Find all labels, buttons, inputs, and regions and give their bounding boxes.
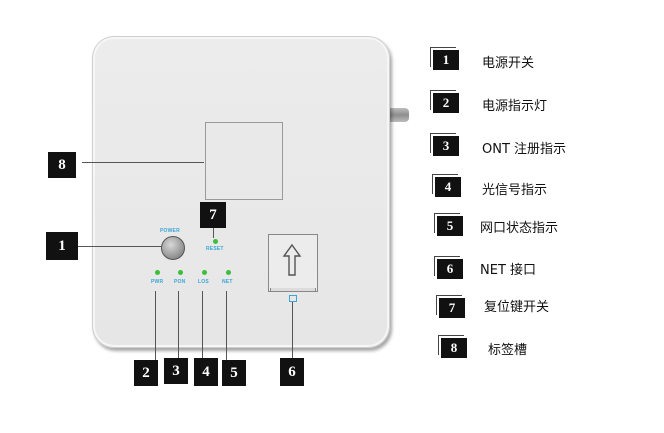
callout-5: 5: [222, 360, 246, 386]
label-slot: [205, 122, 283, 200]
legend-num-3: 3: [433, 136, 459, 156]
callout-line-8: [82, 162, 204, 163]
side-connector: [387, 108, 409, 122]
callout-line-3: [178, 291, 179, 361]
legend-text-5: 网口状态指示: [480, 221, 559, 236]
legend-text-2: 电源指示灯: [482, 99, 548, 114]
led-label-net: NET: [222, 279, 233, 285]
net-port-icon: [289, 295, 297, 302]
legend-num-7: 7: [439, 298, 465, 318]
legend-text-7: 复位键开关: [484, 300, 550, 315]
callout-line-5: [226, 291, 227, 361]
callout-line-1: [78, 246, 162, 247]
callout-2: 2: [134, 360, 158, 386]
legend-num-8: 8: [441, 338, 467, 358]
led-pwr: [155, 270, 160, 275]
power-button[interactable]: [161, 236, 185, 260]
callout-line-2: [155, 291, 156, 361]
led-label-pon: PON: [174, 279, 186, 285]
led-label-pwr: PWR: [151, 279, 164, 285]
legend-text-3: ONT 注册指示: [482, 142, 567, 157]
callout-6: 6: [280, 358, 304, 386]
legend-num-6: 6: [437, 259, 463, 279]
reset-led: [213, 239, 218, 244]
legend-text-6: NET 接口: [480, 263, 537, 278]
legend-text-4: 光信号指示: [482, 183, 548, 198]
up-arrow-icon: [282, 243, 302, 276]
led-net: [226, 270, 231, 275]
legend-num-4: 4: [435, 177, 461, 197]
legend-text-1: 电源开关: [482, 56, 535, 71]
legend-num-2: 2: [433, 93, 459, 113]
led-los: [202, 270, 207, 275]
callout-3: 3: [164, 358, 188, 384]
net-port-lip: [270, 288, 316, 292]
reset-label: RESET: [206, 246, 224, 252]
legend-text-8: 标签槽: [488, 343, 528, 358]
callout-line-7: [213, 226, 214, 238]
callout-line-4: [202, 291, 203, 361]
legend-num-1: 1: [433, 50, 459, 70]
callout-1: 1: [46, 232, 78, 260]
callout-line-6: [292, 302, 293, 360]
callout-4: 4: [194, 358, 218, 386]
power-label: POWER: [160, 228, 180, 234]
legend-num-5: 5: [437, 216, 463, 236]
callout-7: 7: [200, 202, 226, 228]
led-label-los: LOS: [198, 279, 209, 285]
callout-8: 8: [48, 152, 76, 178]
led-pon: [178, 270, 183, 275]
